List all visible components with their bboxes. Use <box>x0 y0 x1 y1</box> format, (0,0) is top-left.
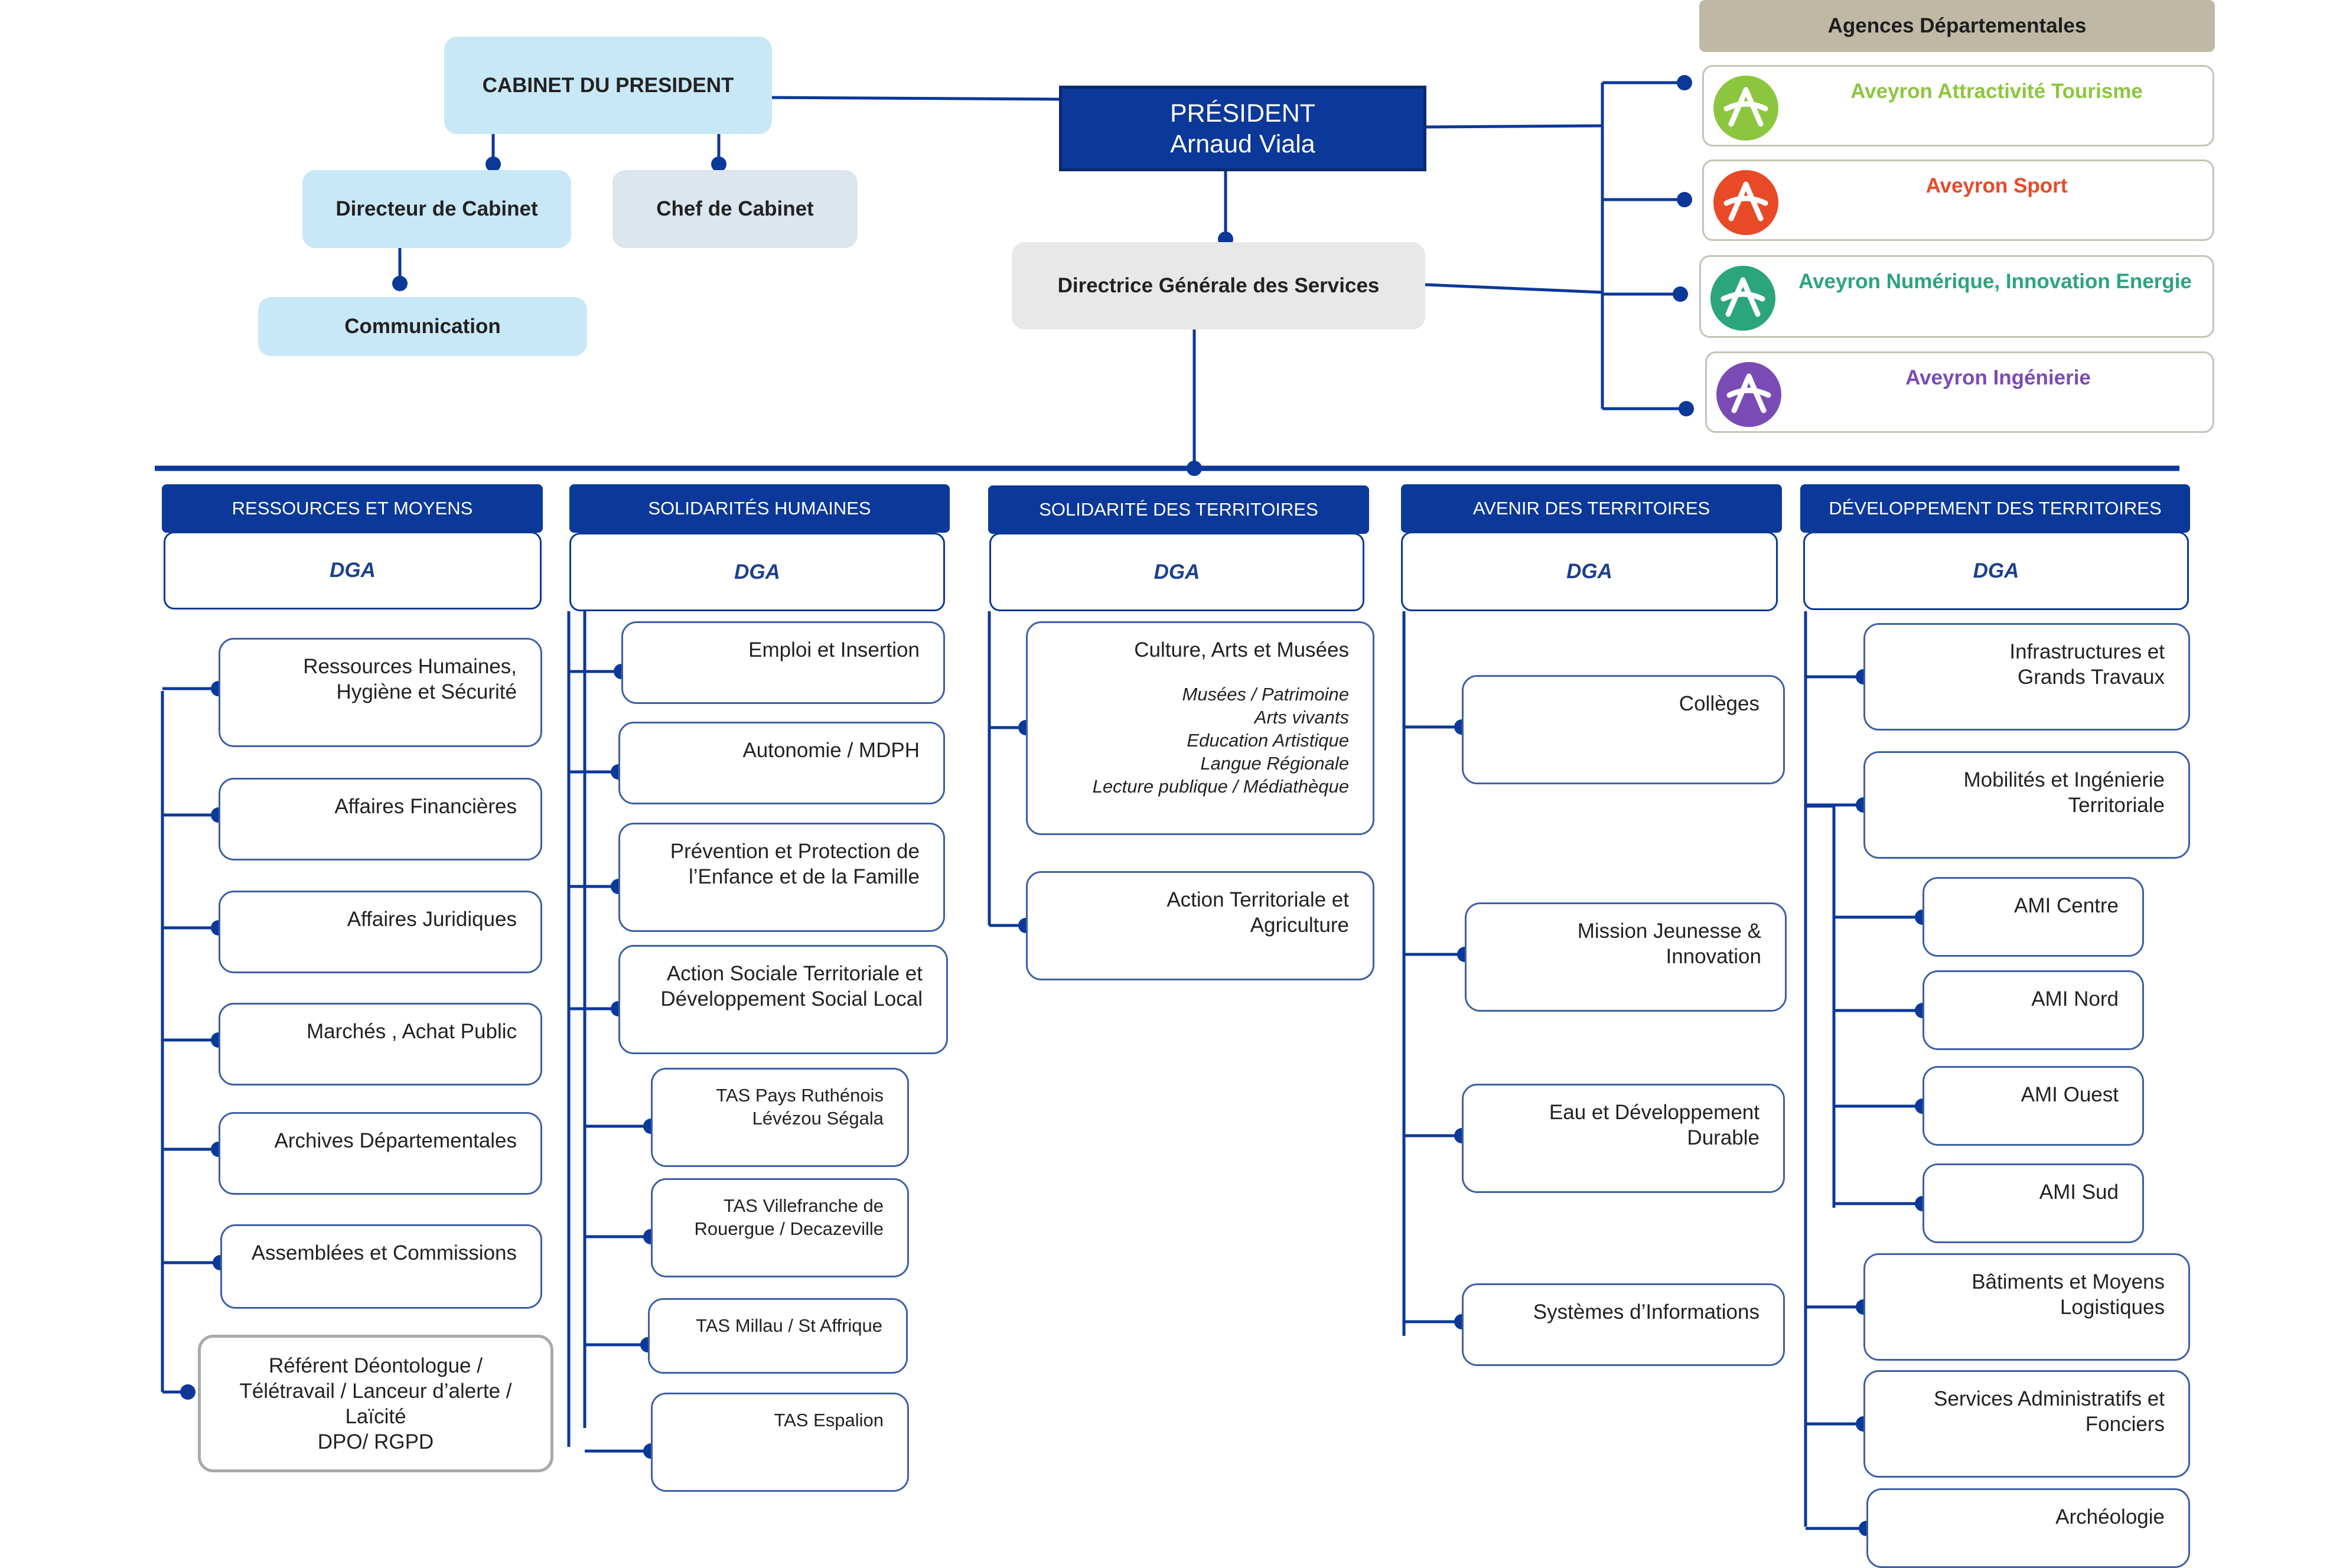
service-label: TAS Villefranche de Rouergue / Decazevil… <box>694 1195 884 1239</box>
service-label: Mobilités et Ingénierie Territoriale <box>1963 768 2165 817</box>
service-box: AMI Nord <box>1923 970 2144 1050</box>
service-box: Archéologie <box>1866 1488 2190 1568</box>
service-label: Affaires Financières <box>334 795 517 818</box>
service-box: Collèges <box>1462 675 1785 784</box>
dga-box: DGA <box>164 532 542 609</box>
president-box: PRÉSIDENT Arnaud Viala <box>1059 86 1426 171</box>
service-box: Référent Déontologue / Télétravail / Lan… <box>198 1335 553 1472</box>
service-label: Prévention et Protection de l’Enfance et… <box>670 840 920 888</box>
service-box: TAS Pays Ruthénois Lévézou Ségala <box>651 1068 909 1167</box>
service-box: Autonomie / MDPH <box>618 722 945 804</box>
service-box: TAS Espalion <box>651 1393 909 1492</box>
agency-name: Aveyron Attractivité Tourisme <box>1850 80 2143 103</box>
service-box: AMI Sud <box>1923 1163 2144 1243</box>
service-box: Mobilités et Ingénierie Territoriale <box>1863 751 2190 859</box>
service-box: Ressources Humaines, Hygiène et Sécurité <box>219 638 542 747</box>
agency-item: Aveyron Sport <box>1702 159 2214 241</box>
service-box: Mission Jeunesse & Innovation <box>1465 902 1787 1012</box>
agency-item: Aveyron Ingénierie <box>1705 351 2214 433</box>
service-label: Infrastructures et Grands Travaux <box>2009 640 2165 689</box>
pole-header: RESSOURCES ET MOYENS <box>162 484 543 533</box>
service-box: Emploi et Insertion <box>621 621 945 704</box>
service-label: Collèges <box>1679 692 1759 715</box>
service-box: AMI Ouest <box>1923 1066 2144 1146</box>
dga-box: DGA <box>989 533 1364 611</box>
pole-header: SOLIDARITÉS HUMAINES <box>569 484 950 533</box>
service-label: Action Territoriale et Agriculture <box>1166 888 1349 937</box>
pole-header: SOLIDARITÉ DES TERRITOIRES <box>988 485 1369 534</box>
dgs-box: Directrice Générale des Services <box>1012 242 1425 330</box>
communication-box: Communication <box>258 297 587 356</box>
service-box: Marchés , Achat Public <box>219 1003 542 1085</box>
dga-box: DGA <box>569 533 945 611</box>
service-label: Archéologie <box>2055 1505 2165 1528</box>
president-name: Arnaud Viala <box>1170 129 1315 158</box>
dga-box: DGA <box>1803 532 2189 610</box>
service-label: Autonomie / MDPH <box>742 739 920 762</box>
service-label: Mission Jeunesse & Innovation <box>1577 920 1761 968</box>
president-title: PRÉSIDENT <box>1169 99 1316 128</box>
service-label: Assemblées et Commissions <box>251 1241 517 1264</box>
pole-header: AVENIR DES TERRITOIRES <box>1401 484 1782 533</box>
agency-logo-icon <box>1713 170 1778 235</box>
pole-header: DÉVELOPPEMENT DES TERRITOIRES <box>1800 484 2190 533</box>
service-label: TAS Espalion <box>774 1410 884 1430</box>
service-box: Assemblées et Commissions <box>220 1224 542 1309</box>
service-label: AMI Centre <box>2014 894 2119 917</box>
service-box: Services Administratifs et Fonciers <box>1863 1370 2190 1478</box>
chef-cabinet-box: Chef de Cabinet <box>612 170 858 248</box>
service-label: Référent Déontologue / Télétravail / Lan… <box>239 1354 512 1453</box>
agency-name: Aveyron Ingénierie <box>1905 366 2091 389</box>
directeur-cabinet-box: Directeur de Cabinet <box>302 170 571 248</box>
service-label: TAS Millau / St Affrique <box>696 1315 882 1336</box>
service-label: Services Administratifs et Fonciers <box>1934 1387 2165 1436</box>
service-label: Archives Départementales <box>274 1129 517 1152</box>
dga-box: DGA <box>1401 532 1778 611</box>
service-label: Eau et Développement Durable <box>1549 1101 1759 1149</box>
service-label: Affaires Juridiques <box>347 908 517 931</box>
service-label: Bâtiments et Moyens Logistiques <box>1972 1270 2165 1319</box>
agency-item: Aveyron Numérique, Innovation Energie <box>1699 255 2214 338</box>
service-label: AMI Nord <box>2031 987 2119 1010</box>
service-box: TAS Villefranche de Rouergue / Decazevil… <box>651 1178 909 1277</box>
agency-name: Aveyron Sport <box>1925 174 2068 197</box>
agency-logo-icon <box>1710 266 1775 331</box>
service-box: Archives Départementales <box>219 1112 542 1195</box>
service-label: Action Sociale Territoriale et Développe… <box>660 962 923 1010</box>
agency-item: Aveyron Attractivité Tourisme <box>1702 65 2214 146</box>
service-label: Emploi et Insertion <box>748 638 920 661</box>
agency-logo-icon <box>1716 362 1781 427</box>
service-box: AMI Centre <box>1923 877 2144 957</box>
service-label: AMI Sud <box>2039 1181 2119 1204</box>
service-box: Action Sociale Territoriale et Développe… <box>618 945 948 1054</box>
service-label: Marchés , Achat Public <box>307 1020 517 1043</box>
service-label: Culture, Arts et Musées <box>1134 638 1349 661</box>
service-box: Prévention et Protection de l’Enfance et… <box>618 823 945 932</box>
agencies-header: Agences Départementales <box>1699 0 2215 52</box>
service-box: Action Territoriale et Agriculture <box>1026 871 1374 980</box>
service-box: Bâtiments et Moyens Logistiques <box>1863 1253 2190 1361</box>
service-box: TAS Millau / St Affrique <box>648 1298 908 1374</box>
service-label: Systèmes d’Informations <box>1533 1300 1759 1323</box>
service-box: Systèmes d’Informations <box>1462 1283 1785 1366</box>
service-label: AMI Ouest <box>2021 1083 2119 1106</box>
agency-name: Aveyron Numérique, Innovation Energie <box>1798 270 2192 293</box>
service-box: Eau et Développement Durable <box>1462 1084 1785 1193</box>
agency-logo-icon <box>1713 76 1778 141</box>
service-box: Affaires Juridiques <box>219 891 542 973</box>
service-box: Affaires Financières <box>219 778 542 860</box>
service-box: Infrastructures et Grands Travaux <box>1863 623 2190 731</box>
service-sublist: Musées / Patrimoine Arts vivants Educati… <box>1092 684 1349 797</box>
service-label: TAS Pays Ruthénois Lévézou Ségala <box>716 1085 884 1129</box>
service-label: Ressources Humaines, Hygiène et Sécurité <box>303 655 517 703</box>
cabinet-box: CABINET DU PRESIDENT <box>444 37 772 134</box>
